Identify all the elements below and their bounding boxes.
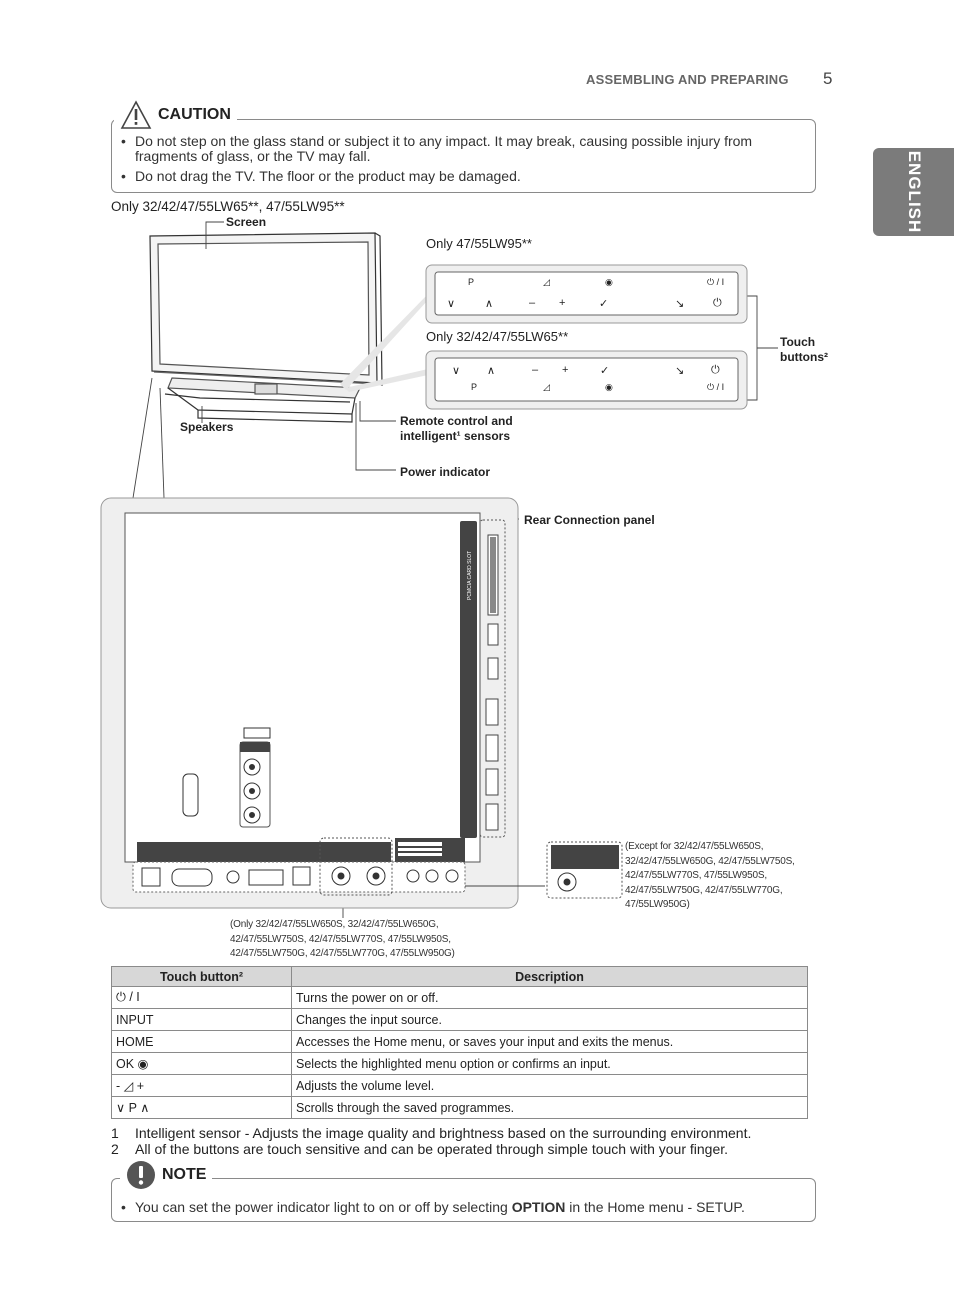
remote-sensor-label-line1: Remote control and bbox=[400, 414, 513, 428]
lw65-bottom-row: P ◿ ◉ ⏻ / I bbox=[435, 382, 738, 396]
only-models-note: (Only 32/42/47/55LW650S, 32/42/47/55LW65… bbox=[230, 919, 455, 959]
lw65-heading: Only 32/42/47/55LW65** bbox=[426, 329, 569, 344]
touch-panel-lw65 bbox=[425, 350, 748, 410]
channel-up-icon: ∧ bbox=[485, 298, 494, 310]
table-row: OK ◉Selects the highlighted menu option … bbox=[111, 1052, 808, 1075]
note-list: You can set the power indicator light to… bbox=[111, 1199, 801, 1215]
tv-diagram: PCMCIA CARD SLOT bbox=[100, 221, 778, 918]
ok-icon: ◉ bbox=[605, 382, 613, 392]
volume-icon: ◿ bbox=[543, 382, 550, 392]
speakers-label: Speakers bbox=[180, 420, 234, 434]
check-icon: ✓ bbox=[599, 298, 609, 310]
table-row: - ◿ +Adjusts the volume level. bbox=[111, 1074, 808, 1097]
check-icon: ✓ bbox=[600, 365, 610, 377]
except-models-note: (Except for 32/42/47/55LW650S, 32/42/47/… bbox=[625, 841, 795, 910]
lw65-top-row: ∨ ∧ – + ✓ ↘ ⏻ bbox=[435, 364, 738, 378]
channel-up-icon: ∧ bbox=[487, 365, 496, 377]
minus-icon: – bbox=[529, 297, 536, 309]
caution-list: Do not step on the glass stand or subjec… bbox=[111, 134, 801, 190]
table-header-description: Description bbox=[291, 966, 808, 987]
warning-icon bbox=[120, 100, 152, 129]
caution-heading: CAUTION bbox=[114, 100, 237, 130]
note-title: NOTE bbox=[162, 1166, 207, 1183]
power-indicator-label: Power indicator bbox=[400, 465, 491, 479]
plus-icon: + bbox=[559, 297, 566, 309]
tv-illustration bbox=[149, 232, 383, 423]
table-row: ∨ P ∧Scrolls through the saved programme… bbox=[111, 1096, 808, 1119]
caution-item: Do not step on the glass stand or subjec… bbox=[111, 134, 801, 163]
plus-icon: + bbox=[562, 364, 569, 376]
channel-down-icon: ∨ bbox=[447, 298, 456, 310]
rear-panel-label: Rear Connection panel bbox=[524, 513, 655, 527]
lw95-heading: Only 47/55LW95** bbox=[426, 236, 532, 251]
lw95-bottom-row: ∨ ∧ – + ✓ ↘ ⏻ bbox=[435, 297, 738, 311]
touch-buttons-label-line2: buttons² bbox=[780, 350, 828, 364]
power-icon: ⏻ bbox=[713, 297, 722, 309]
screen-label: Screen bbox=[226, 215, 267, 229]
page-number: 5 bbox=[823, 69, 833, 88]
table-header-button: Touch button² bbox=[111, 966, 292, 987]
touch-panel-lw95 bbox=[425, 264, 748, 324]
power-icon: ⏻ bbox=[711, 364, 720, 376]
lw95-top-row: P ◿ ◉ ⏻ / I bbox=[435, 277, 738, 291]
exclamation-icon bbox=[127, 1161, 155, 1189]
minus-icon: – bbox=[532, 364, 539, 376]
power-icon: ⏻ / I bbox=[707, 277, 725, 287]
program-label: P bbox=[468, 277, 475, 287]
input-icon: ↘ bbox=[675, 365, 685, 377]
note-item: You can set the power indicator light to… bbox=[111, 1199, 801, 1215]
caution-title: CAUTION bbox=[158, 106, 231, 123]
language-tab: ENGLISH bbox=[873, 148, 954, 236]
caution-item: Do not drag the TV. The floor or the pro… bbox=[111, 169, 801, 184]
alt-audio-port bbox=[546, 841, 623, 899]
program-label: P bbox=[471, 382, 478, 392]
ok-icon: ◉ bbox=[605, 277, 613, 287]
touch-buttons-label-line1: Touch bbox=[780, 335, 816, 349]
input-icon: ↘ bbox=[675, 298, 685, 310]
remote-sensor-label-line2: intelligent¹ sensors bbox=[400, 429, 511, 443]
channel-down-icon: ∨ bbox=[452, 365, 461, 377]
volume-icon: ◿ bbox=[543, 277, 550, 287]
note-heading: NOTE bbox=[120, 1160, 213, 1190]
pcmcia-label: PCMCIA CARD SLOT bbox=[467, 551, 473, 600]
table-header-row: Touch button² Description bbox=[111, 966, 808, 987]
models-heading: Only 32/42/47/55LW65**, 47/55LW95** bbox=[111, 199, 345, 214]
power-icon: ⏻ / I bbox=[707, 382, 725, 392]
section-title: ASSEMBLING AND PREPARING bbox=[586, 72, 789, 87]
rear-panel-zoom bbox=[100, 497, 519, 909]
